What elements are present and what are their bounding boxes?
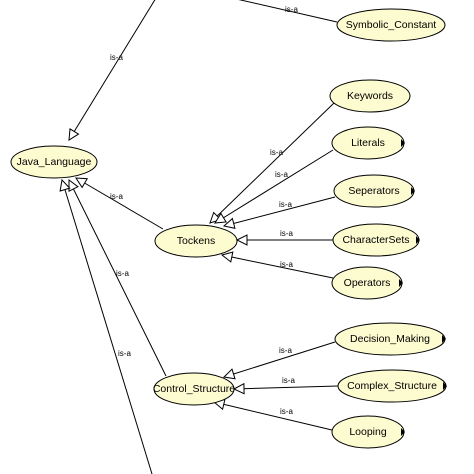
node-seperators[interactable]: Seperators bbox=[333, 174, 415, 208]
node-label: Decision_Making bbox=[350, 333, 430, 345]
is-a-arrowhead bbox=[59, 178, 71, 192]
edge-decision-control-label: is-a bbox=[279, 346, 292, 355]
node-ellipse bbox=[153, 372, 235, 406]
edge-unnamed-java-line bbox=[68, 0, 156, 141]
node-keywords[interactable]: Keywords bbox=[329, 79, 411, 113]
edge-keywords-tockens-label: is-a bbox=[270, 148, 283, 157]
is-a-arrowhead bbox=[68, 178, 79, 193]
edge-tockens-java-label: is-a bbox=[110, 192, 123, 201]
node-symbolic-constant[interactable]: Symbolic_Constant bbox=[336, 8, 446, 42]
node-label: Tockens bbox=[177, 235, 216, 247]
expand-icon[interactable] bbox=[442, 335, 446, 343]
edge-tockens-java-line bbox=[75, 177, 164, 230]
edge-keywords-tockens-line bbox=[209, 102, 335, 224]
node-complex-structure[interactable]: Complex_Structure bbox=[337, 369, 447, 403]
edge-control-java-label: is-a bbox=[116, 269, 129, 278]
edge-tockens-java bbox=[75, 177, 164, 230]
expand-icon[interactable] bbox=[401, 139, 405, 147]
edge-symbolic-offscreen-line bbox=[238, 0, 338, 23]
edge-decision-control bbox=[222, 341, 336, 380]
edge-symbolic-offscreen bbox=[238, 0, 338, 23]
edge-symbolic-offscreen-label: is-a bbox=[285, 5, 298, 14]
node-java-language[interactable]: Java_Language bbox=[10, 145, 98, 179]
node-label: Looping bbox=[349, 426, 387, 438]
node-label: Control_Structure bbox=[153, 383, 235, 395]
edge-operators-tockens bbox=[220, 251, 334, 279]
edge-offscreen-java-label: is-a bbox=[118, 349, 131, 358]
edge-looping-control-label: is-a bbox=[280, 407, 293, 416]
edge-seperators-tockens-line bbox=[223, 196, 336, 227]
node-tockens[interactable]: Tockens bbox=[154, 224, 238, 258]
edge-complex-control bbox=[232, 382, 339, 395]
nodes-layer: Java_Language Symbolic_ConstantKeywordsLi… bbox=[10, 8, 447, 449]
node-label: Operators bbox=[344, 277, 391, 289]
edge-seperators-tockens-label: is-a bbox=[279, 200, 292, 209]
node-ellipse bbox=[336, 8, 446, 42]
edge-literals-tockens-line bbox=[214, 149, 334, 224]
edge-operators-tockens-label: is-a bbox=[280, 260, 293, 269]
edge-unnamed-java-label: is-a bbox=[110, 53, 123, 62]
edge-control-java bbox=[68, 178, 167, 377]
edge-unnamed-java bbox=[68, 0, 156, 141]
node-decision-making[interactable]: Decision_Making bbox=[334, 322, 446, 356]
edge-complex-control-label: is-a bbox=[282, 376, 295, 385]
edge-complex-control-line bbox=[233, 385, 339, 390]
edge-seperators-tockens bbox=[222, 196, 336, 229]
node-label: Seperators bbox=[348, 185, 399, 197]
expand-icon[interactable] bbox=[401, 428, 405, 436]
edge-keywords-tockens bbox=[209, 102, 335, 224]
node-label: Keywords bbox=[347, 90, 393, 102]
is-a-arrowhead bbox=[235, 234, 248, 246]
is-a-arrowhead bbox=[232, 382, 245, 395]
edge-operators-tockens-line bbox=[221, 254, 334, 279]
is-a-arrowhead bbox=[68, 128, 80, 141]
node-charactersets[interactable]: CharacterSets bbox=[332, 223, 420, 257]
expand-icon[interactable] bbox=[416, 236, 420, 244]
expand-icon[interactable] bbox=[399, 279, 403, 287]
node-label: CharacterSets bbox=[342, 234, 409, 246]
is-a-arrowhead bbox=[75, 177, 89, 189]
node-ellipse bbox=[329, 79, 411, 113]
is-a-arrowhead bbox=[222, 217, 236, 229]
node-ellipse bbox=[10, 145, 98, 179]
expand-icon[interactable] bbox=[411, 187, 415, 195]
edge-offscreen-java-line bbox=[61, 179, 153, 474]
node-looping[interactable]: Looping bbox=[331, 415, 405, 449]
is-a-arrowhead bbox=[222, 368, 236, 380]
edge-looping-control bbox=[212, 398, 333, 431]
edge-literals-tockens-label: is-a bbox=[275, 170, 288, 179]
edge-charactersets-tockens bbox=[235, 234, 333, 246]
node-label: Complex_Structure bbox=[347, 380, 437, 392]
node-label: Symbolic_Constant bbox=[346, 19, 437, 31]
edge-labels-layer: is-a is-a is-a is-a is-a is-a is-a is-a is-a is-a… bbox=[110, 5, 298, 416]
edge-control-java-line bbox=[68, 179, 167, 377]
edge-decision-control-line bbox=[223, 341, 336, 378]
node-label: Literals bbox=[351, 137, 385, 149]
edge-looping-control-line bbox=[213, 401, 333, 431]
node-literals[interactable]: Literals bbox=[331, 126, 405, 160]
is-a-arrowhead bbox=[220, 251, 234, 263]
node-label: Java_Language bbox=[17, 156, 92, 168]
edge-charactersets-tockens-label: is-a bbox=[280, 229, 293, 238]
is-a-arrowhead bbox=[214, 212, 227, 224]
edge-literals-tockens bbox=[214, 149, 334, 224]
expand-icon[interactable] bbox=[443, 382, 447, 390]
edge-offscreen-java bbox=[59, 178, 153, 474]
node-control-structure[interactable]: Control_Structure bbox=[153, 372, 235, 406]
node-ellipse bbox=[154, 224, 238, 258]
node-operators[interactable]: Operators bbox=[331, 266, 403, 300]
